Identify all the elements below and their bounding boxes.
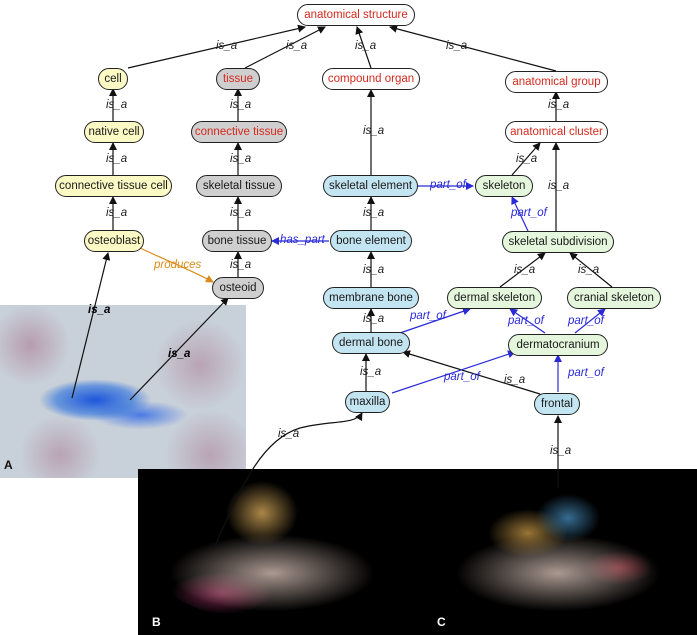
label-cell-isa: is_a [216, 40, 238, 52]
label-photo-b-maxilla-isa: is_a [278, 428, 300, 440]
edge-skeleton-isa [511, 142, 541, 176]
node-cranial-skeleton[interactable]: cranial skeleton [567, 287, 661, 309]
panel-a-histology-image: A [0, 305, 246, 478]
label-skeletal-subdivision-part-of: part_of [511, 207, 547, 219]
label-skeleton-isa: is_a [516, 153, 538, 165]
label-tissue-isa: is_a [286, 40, 308, 52]
label-dermatocranium-part-of-cranial: part_of [568, 315, 604, 327]
label-dermatocranium-part-of-dermal: part_of [508, 315, 544, 327]
node-membrane-bone[interactable]: membrane bone [323, 287, 419, 309]
label-osteoid-isa: is_a [230, 259, 252, 271]
label-bone-element-has-part: has_part [280, 234, 325, 246]
embryo-b-image [142, 473, 412, 623]
label-frontal-part-of: part_of [568, 367, 604, 379]
node-connective-tissue[interactable]: connective tissue [191, 121, 287, 143]
edge-dermal-skeleton-isa [499, 252, 546, 288]
label-photo-c-frontal-isa: is_a [550, 445, 572, 457]
edge-dermatocranium-part-of-dermal-skeleton [509, 308, 546, 334]
label-anatomical-group-isa: is_a [446, 40, 468, 52]
label-maxilla-isa: is_a [360, 366, 382, 378]
label-dermal-bone-part-of: part_of [410, 310, 446, 322]
edge-anatomical-group-isa [389, 24, 557, 72]
edge-photo-b-maxilla-isa [213, 412, 363, 549]
edge-compound-organ-isa [355, 26, 372, 69]
label-skeletal-element-isa: is_a [363, 125, 385, 137]
label-skeletal-subdivision-isa: is_a [548, 180, 570, 192]
label-frontal-isa-dermal-bone: is_a [504, 374, 526, 386]
label-photo-a-osteoid-isa: is_a [168, 348, 191, 360]
node-osteoblast[interactable]: osteoblast [84, 230, 144, 252]
edge-osteoblast-produces-osteoid [139, 247, 214, 283]
panel-bc-embryo-images: B C [138, 469, 697, 635]
edge-dermatocranium-part-of-cranial-skeleton [574, 308, 606, 334]
node-dermatocranium[interactable]: dermatocranium [508, 334, 608, 356]
node-connective-tissue-cell[interactable]: connective tissue cell [55, 175, 172, 197]
edge-photo-a-osteoblast-isa [71, 252, 111, 399]
embryo-c-image [418, 473, 693, 623]
label-ct-cell-isa: is_a [106, 153, 128, 165]
node-skeleton[interactable]: skeleton [475, 175, 533, 197]
node-osteoid[interactable]: osteoid [212, 277, 264, 299]
node-dermal-skeleton[interactable]: dermal skeleton [447, 287, 542, 309]
node-native-cell[interactable]: native cell [84, 121, 144, 143]
panel-c-letter: C [437, 615, 446, 629]
node-compound-organ[interactable]: compound organ [322, 68, 420, 90]
label-bone-tissue-isa: is_a [230, 207, 252, 219]
node-dermal-bone[interactable]: dermal bone [332, 332, 410, 354]
edge-maxilla-part-of-dermatocranium [391, 350, 516, 394]
panel-b-letter: B [152, 615, 161, 629]
label-connective-tissue-isa: is_a [230, 99, 252, 111]
node-cell[interactable]: cell [98, 68, 128, 90]
node-anatomical-structure[interactable]: anatomical structure [297, 4, 415, 26]
node-skeletal-tissue[interactable]: skeletal tissue [196, 175, 282, 197]
label-osteoblast-isa: is_a [106, 207, 128, 219]
node-maxilla[interactable]: maxilla [345, 391, 390, 413]
edge-dermal-bone-part-of-dermal-skeleton [399, 307, 471, 334]
edge-cell-isa [127, 24, 306, 69]
node-anatomical-group[interactable]: anatomical group [505, 71, 608, 93]
label-cranial-skeleton-isa: is_a [578, 264, 600, 276]
label-bone-element-isa: is_a [363, 207, 385, 219]
node-skeletal-subdivision[interactable]: skeletal subdivision [502, 231, 614, 253]
edge-cranial-skeleton-isa [569, 252, 613, 288]
node-skeletal-element[interactable]: skeletal element [323, 175, 418, 197]
label-maxilla-part-of: part_of [444, 371, 480, 383]
label-skeletal-element-part-of: part_of [430, 179, 466, 191]
label-native-cell-isa: is_a [106, 99, 128, 111]
edge-tissue-isa [244, 26, 326, 69]
panel-a-letter: A [4, 458, 13, 472]
label-anatomical-cluster-isa: is_a [548, 99, 570, 111]
label-membrane-bone-isa: is_a [363, 264, 385, 276]
label-photo-a-osteoblast-isa: is_a [88, 304, 111, 316]
label-osteoblast-produces: produces [154, 259, 202, 271]
node-tissue[interactable]: tissue [216, 68, 260, 90]
label-compound-organ-isa: is_a [355, 40, 377, 52]
edge-skeletal-subdivision-part-of-skeleton [511, 196, 529, 232]
label-skeletal-tissue-isa: is_a [230, 153, 252, 165]
node-bone-tissue[interactable]: bone tissue [202, 230, 272, 252]
node-frontal[interactable]: frontal [534, 393, 580, 415]
edge-photo-a-osteoid-isa [129, 297, 229, 401]
node-anatomical-cluster[interactable]: anatomical cluster [505, 121, 608, 143]
label-dermal-bone-isa: is_a [363, 313, 385, 325]
edge-frontal-isa-dermal-bone [402, 350, 541, 395]
node-bone-element[interactable]: bone element [330, 230, 412, 252]
label-dermal-skeleton-isa: is_a [514, 264, 536, 276]
